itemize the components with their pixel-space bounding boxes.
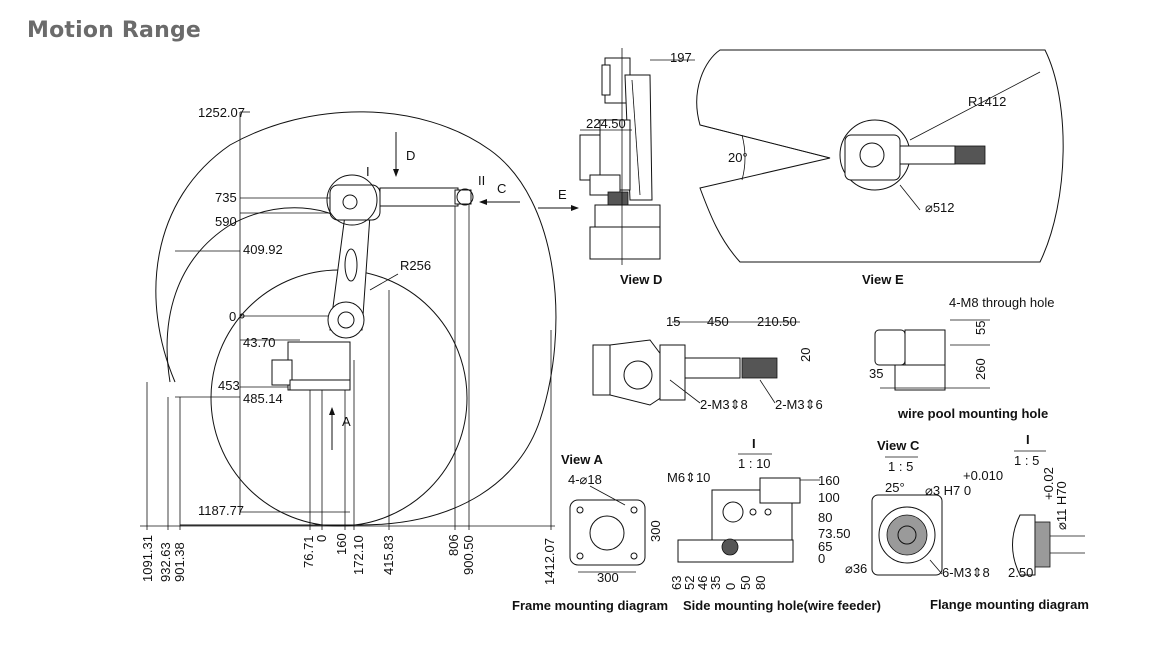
- bdim-76: 76.71: [301, 535, 316, 568]
- marker-i: I: [366, 164, 370, 179]
- bdim-900: 900.50: [461, 535, 476, 575]
- side-bdim-80: 80: [753, 576, 768, 590]
- main-side-view: 1252.07 735 590 409.92 0 43.70 453 485.1…: [140, 105, 579, 585]
- flange-tol: +0.02: [1041, 467, 1056, 500]
- flange-scale: 1 : 5: [1014, 453, 1039, 468]
- dim-260: 260: [973, 358, 988, 380]
- bdim-172: 172.10: [351, 535, 366, 575]
- wire-pool-caption: wire pool mounting hole: [897, 406, 1048, 421]
- hole-2m3-6: 2-M3⇕6: [775, 397, 823, 412]
- side-bdim-63: 63: [669, 576, 684, 590]
- flange-scale-mark: I: [1026, 432, 1030, 447]
- dim-197: 197: [670, 50, 692, 65]
- side-bdim-35: 35: [708, 576, 723, 590]
- view-a-300v: 300: [648, 520, 663, 542]
- view-e-radius: R1412: [968, 94, 1006, 109]
- bdim-0: 0: [314, 535, 329, 542]
- dim-1187: 1187.77: [198, 503, 244, 518]
- view-c-tol: +0.010: [963, 468, 1003, 483]
- arrow-a-label: A: [342, 414, 351, 429]
- flange-dim-250: 2.50: [1008, 565, 1033, 580]
- dim-15: 15: [666, 314, 680, 329]
- view-a-caption: View A: [561, 452, 604, 467]
- side-caption: Side mounting hole(wire feeder): [683, 598, 881, 613]
- arrow-d-label: D: [406, 148, 415, 163]
- view-e-caption: View E: [862, 272, 904, 287]
- view-d-caption: View D: [620, 272, 662, 287]
- view-c: View C 1 : 5 25° +0.010 ⌀3 H7 0 ⌀36 6-M3…: [845, 438, 1003, 580]
- bdim-932: 932.63: [158, 542, 173, 582]
- bdim-160: 160: [334, 533, 349, 555]
- view-c-angle: 25°: [885, 480, 905, 495]
- side-rdim-100: 100: [818, 490, 840, 505]
- bdim-901: 901.38: [172, 542, 187, 582]
- view-e-angle: 20°: [728, 150, 748, 165]
- dim-210: 210.50: [757, 314, 797, 329]
- dim-20: 20: [798, 348, 813, 362]
- side-rdim-73: 73.50: [818, 526, 851, 541]
- view-e-diameter: ⌀512: [925, 200, 955, 215]
- radius-label: R256: [400, 258, 431, 273]
- view-a-holes: 4-⌀18: [568, 472, 602, 487]
- top-view: 15 450 210.50 20 2-M3⇕8 2-M3⇕6: [592, 314, 823, 412]
- side-thread: M6⇕10: [667, 470, 710, 485]
- dim-zero: 0: [229, 309, 236, 324]
- side-hole-view: I 1 : 10 M6⇕10 160 100 80 73.50 65 0 63 …: [667, 436, 881, 613]
- side-bdim-52: 52: [682, 576, 697, 590]
- hole-2m3-8: 2-M3⇕8: [700, 397, 748, 412]
- wire-pool-view: 4-M8 through hole 55 260 35 wire pool mo…: [869, 295, 1055, 421]
- side-rdim-160: 160: [818, 473, 840, 488]
- view-c-scale: 1 : 5: [888, 459, 913, 474]
- bdim-806: 806: [446, 534, 461, 556]
- view-e-envelope: [696, 49, 1064, 263]
- flange-bore: ⌀11 H70: [1054, 481, 1069, 530]
- side-bdim-46: 46: [695, 576, 710, 590]
- arrow-c-label: C: [497, 181, 506, 196]
- flange-view: I 1 : 5 +0.02 ⌀11 H70 2.50 Flange mounti…: [930, 432, 1089, 612]
- robot-forearm: [379, 187, 459, 207]
- work-envelope-inner: [166, 207, 361, 383]
- dim-43: 43.70: [243, 335, 276, 350]
- view-d: 197 224.50 View D: [579, 48, 695, 287]
- work-envelope-outer: [155, 111, 557, 526]
- side-bdim-50: 50: [738, 576, 753, 590]
- bdim-1091: 1091.31: [140, 535, 155, 582]
- side-scale: 1 : 10: [738, 456, 771, 471]
- bdim-415: 415.83: [381, 535, 396, 575]
- side-rdim-0: 0: [818, 551, 825, 566]
- view-c-caption: View C: [877, 438, 920, 453]
- view-a: View A 4-⌀18 300 300 Frame mounting diag…: [512, 452, 668, 613]
- side-bdim-0: 0: [723, 583, 738, 590]
- dim-735: 735: [215, 190, 237, 205]
- wire-pool-holes: 4-M8 through hole: [949, 295, 1055, 310]
- side-rdim-65: 65: [818, 539, 832, 554]
- dim-453: 453: [218, 378, 240, 393]
- dim-409: 409.92: [243, 242, 283, 257]
- view-c-pin: ⌀3 H7 0: [925, 483, 971, 498]
- dim-224: 224.50: [586, 116, 626, 131]
- marker-ii: II: [478, 173, 485, 188]
- dim-1252: 1252.07: [198, 105, 245, 120]
- view-c-holes: 6-M3⇕8: [942, 565, 990, 580]
- dim-590: 590: [215, 214, 237, 229]
- view-e: 20° R1412 ⌀512 View E: [696, 49, 1064, 287]
- page-title: Motion Range: [27, 18, 202, 43]
- view-c-diameter: ⌀36: [845, 561, 867, 576]
- dim-55: 55: [973, 321, 988, 335]
- frame-caption: Frame mounting diagram: [512, 598, 668, 613]
- bdim-1412: 1412.07: [542, 538, 557, 585]
- view-a-300h: 300: [597, 570, 619, 585]
- side-scale-mark: I: [752, 436, 756, 451]
- flange-caption: Flange mounting diagram: [930, 597, 1089, 612]
- arrow-e-label: E: [558, 187, 567, 202]
- dim-35: 35: [869, 366, 883, 381]
- side-rdim-80: 80: [818, 510, 832, 525]
- dim-450: 450: [707, 314, 729, 329]
- dim-485: 485.14: [243, 391, 283, 406]
